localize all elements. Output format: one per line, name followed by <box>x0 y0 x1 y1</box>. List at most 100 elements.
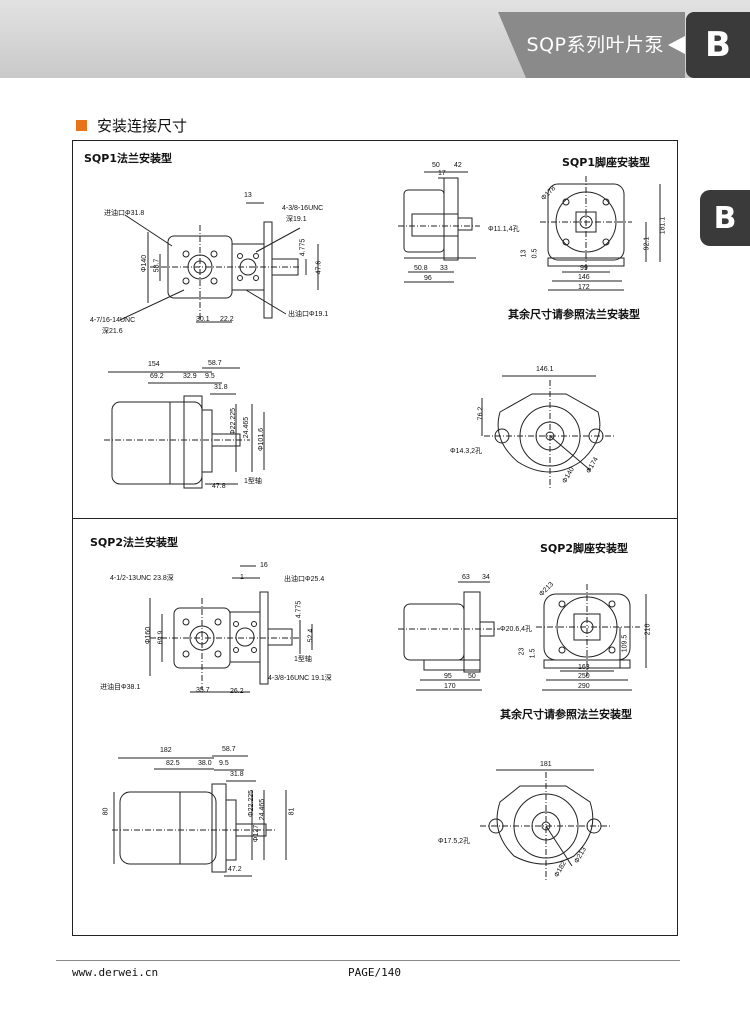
sqp2-d127-label: Φ127 <box>253 824 261 843</box>
sqp1-foot-d172-label: 172 <box>578 284 590 291</box>
sqp1-rear-hole-label: Φ14.3,2孔 <box>450 448 483 455</box>
header-title-bar <box>498 12 685 78</box>
sqp2-d69-9-label: 69.9 <box>157 630 165 645</box>
sqp1-foot-d99-label: 99 <box>580 265 588 272</box>
section-heading: 安装连接尺寸 <box>76 115 187 136</box>
sqp2-thread-top-label: 4-1/2-13UNC 23.8深 <box>110 575 174 582</box>
frame-divider <box>72 518 678 519</box>
sqp2-d52-4-label: 52.4 <box>307 628 315 643</box>
sqp2-d9-5-label: 9.5 <box>219 760 229 767</box>
sqp1-d32-9-label: 32.9 <box>183 373 197 380</box>
sqp2-d81-label: 81 <box>288 807 296 816</box>
sqp2-d16-label: 16 <box>260 562 268 569</box>
sqp2-d4-775-label: 4.775 <box>295 600 303 619</box>
footer-page-number: PAGE/140 <box>348 966 401 979</box>
section-title: 安装连接尺寸 <box>97 117 188 135</box>
sqp2-flange-title: SQP2法兰安装型 <box>90 536 178 549</box>
footer-rule <box>56 960 680 961</box>
sqp2-foot-title: SQP2脚座安装型 <box>540 542 628 555</box>
sqp2-foot-d250-label: 250 <box>578 673 590 680</box>
sqp1-rear-d146-1-label: 146.1 <box>536 366 554 373</box>
sqp2-foot-d163-label: 163 <box>578 664 590 671</box>
sqp2-rear-hole-label: Φ17.5,2孔 <box>438 838 471 845</box>
sqp2-d182-label: 182 <box>160 747 172 754</box>
sqp1-shaft-type-label: 1型轴 <box>244 478 262 485</box>
sqp1-d31-8-label: 31.8 <box>214 384 228 391</box>
sqp2-inlet-label: 进油目Φ38.1 <box>100 684 141 691</box>
sqp2-d26-2-label: 26.2 <box>230 688 244 695</box>
sqp1-d22-2-label: 22.2 <box>220 316 234 323</box>
sqp2-rear-d181-label: 181 <box>540 761 552 768</box>
sqp1-foot-title: SQP1脚座安装型 <box>562 156 650 169</box>
sqp2-outlet-label: 出油口Φ25.4 <box>284 576 325 583</box>
sqp2-foot-d95-label: 95 <box>444 673 452 680</box>
sqp1-d47-8-label: 47.8 <box>212 483 226 490</box>
sqp2-foot-d170-label: 170 <box>444 683 456 690</box>
sqp2-d35-7-label: 35.7 <box>196 687 210 694</box>
sqp1-d58-7-label: 58.7 <box>153 258 161 273</box>
sqp2-foot-d1-5-label: 1.5 <box>529 648 537 659</box>
sqp1-d9-5-label: 9.5 <box>205 373 215 380</box>
sqp1-d47-6-label: 47.6 <box>315 260 323 275</box>
sqp2-d22-225-label: Φ22.225 <box>248 790 255 817</box>
sqp1-thread-top-label: 4-3/8-16UNC <box>282 205 324 212</box>
sqp1-depth-top-label: 深19.1 <box>286 216 307 223</box>
sqp1-foot-front-drawing <box>540 176 660 290</box>
sqp1-outlet-label: 出油口Φ19.1 <box>288 311 329 318</box>
sqp2-foot-d50-label: 50 <box>468 673 476 680</box>
sqp2-foot-d63-label: 63 <box>462 574 470 581</box>
sqp1-foot-side-drawing <box>398 172 480 282</box>
sqp2-flange-rear-drawing <box>480 770 612 880</box>
sqp2-foot-d216-label: 216 <box>644 623 652 636</box>
sqp2-d160-label: Φ160 <box>145 626 153 645</box>
sqp1-foot-d13-label: 13 <box>520 249 528 258</box>
sqp1-d4-775-label: 4.775 <box>299 238 307 257</box>
sqp1-foot-note: 其余尺寸请参照法兰安装型 <box>508 308 640 321</box>
sqp2-d31-8-label: 31.8 <box>230 771 244 778</box>
chapter-tab: B <box>686 12 750 78</box>
sqp2-flange-side-drawing <box>112 756 286 876</box>
sqp1-flange-rear-drawing <box>482 376 614 490</box>
sqp2-foot-d23-label: 23 <box>518 647 526 656</box>
series-title: SQP系列叶片泵 <box>526 34 664 56</box>
sqp1-foot-d92-1-label: 92.1 <box>643 236 651 251</box>
sqp2-d24-465-label: 24.465 <box>259 798 267 821</box>
square-bullet-icon <box>76 120 87 131</box>
sqp1-foot-d33-label: 33 <box>440 265 448 272</box>
sqp2-d1-label: 1 <box>240 574 244 581</box>
sqp1-foot-d42-label: 42 <box>454 162 462 169</box>
sqp2-d58-7-side-label: 58.7 <box>222 746 236 753</box>
sqp2-d47-2-label: 47.2 <box>228 866 242 873</box>
sqp1-d24-465-label: 24.465 <box>243 416 251 439</box>
sqp2-d82-5-label: 82.5 <box>166 760 180 767</box>
sqp2-d80-label: 80 <box>102 807 110 816</box>
sqp1-inlet-label: 进油口Φ31.8 <box>104 210 145 217</box>
sqp1-flange-side-drawing <box>104 368 264 488</box>
sqp2-foot-d109-5-label: 109.5 <box>621 634 629 653</box>
sqp1-d22-225-label: Φ22.225 <box>230 408 237 435</box>
sqp1-foot-d146-label: 146 <box>578 274 590 281</box>
sqp2-foot-note: 其余尺寸请参照法兰安装型 <box>500 708 632 721</box>
sqp1-foot-hole-label: Φ11.1,4孔 <box>488 226 520 233</box>
sqp1-d13-label: 13 <box>244 192 252 199</box>
sqp1-d30-1-label: 30.1 <box>196 316 210 323</box>
sqp2-foot-d290-label: 290 <box>578 683 590 690</box>
sqp1-foot-d50-label: 50 <box>432 162 440 169</box>
sqp1-foot-d181-1-label: 181.1 <box>659 216 667 235</box>
sqp1-d69-2-label: 69.2 <box>150 373 164 380</box>
footer-website: www.derwei.cn <box>72 966 159 979</box>
sqp2-foot-hole-label: Φ20.6,4孔 <box>500 626 533 633</box>
sqp2-shaft-type-label: 1型轴 <box>294 656 312 663</box>
sqp2-foot-d34-label: 34 <box>482 574 490 581</box>
sqp2-d38-0-label: 38.0 <box>198 760 212 767</box>
sqp2-foot-front-drawing <box>536 584 646 690</box>
sqp2-flange-front-drawing <box>150 566 312 692</box>
sqp1-d140-label: Φ140 <box>141 254 149 273</box>
sqp1-depth-bottom-label: 深21.6 <box>102 328 123 335</box>
sqp1-foot-d0-5-label: 0.5 <box>531 248 539 259</box>
sqp1-rear-d76-2-label: 76.2 <box>477 406 485 421</box>
sqp2-thread-bottom-label: 4-3/8-16UNC 19.1深 <box>268 675 332 682</box>
sqp1-flange-title: SQP1法兰安装型 <box>84 152 172 165</box>
drawing-frame <box>72 140 678 936</box>
